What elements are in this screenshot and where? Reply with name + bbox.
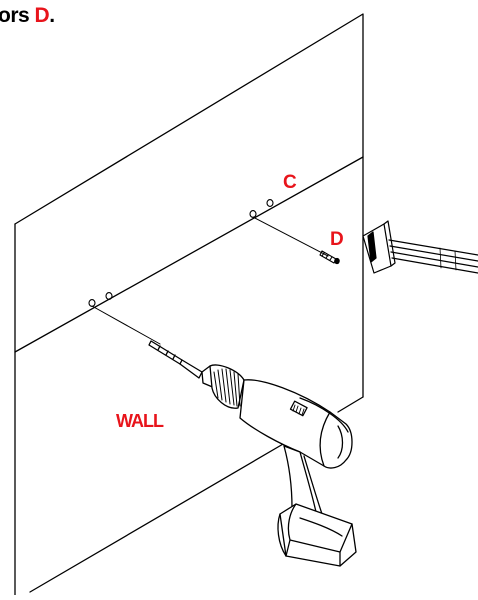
anchor-icon (319, 250, 340, 265)
label-wall: WALL (116, 411, 164, 431)
label-d: D (330, 229, 344, 250)
instruction-text-prefix: ors (0, 4, 35, 27)
instruction-anchor-letter: D (34, 4, 50, 27)
wall-panel (14, 13, 364, 596)
instruction-heading: ors D. (0, 4, 55, 28)
guide-lines (91, 216, 329, 345)
instruction-text-suffix: . (49, 4, 55, 27)
hammer-icon (362, 220, 478, 274)
electric-drill-icon (148, 340, 357, 567)
label-c: C (283, 172, 297, 193)
pilot-hole-icon (88, 199, 274, 307)
